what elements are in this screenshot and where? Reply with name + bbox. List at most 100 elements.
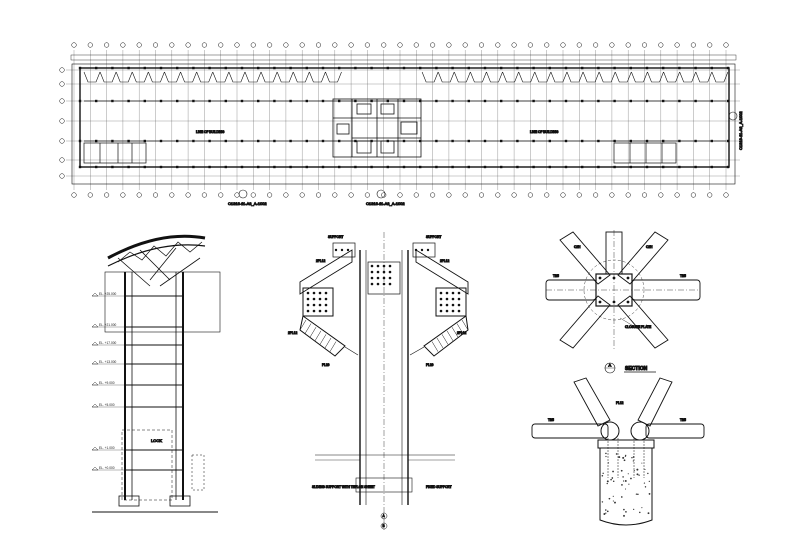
plan-grid-bubble — [593, 192, 599, 198]
node-label: C2H — [646, 245, 653, 249]
plan-column — [500, 139, 503, 143]
elevation-level-label: EL. +5.000 — [99, 403, 115, 407]
pier-aggregate — [608, 497, 611, 500]
connection-bolt — [318, 303, 322, 307]
node-bolt — [626, 276, 630, 280]
section-marker-letter: A — [609, 363, 612, 368]
plan-column — [645, 139, 649, 143]
plan-roof-bay — [293, 71, 310, 83]
plan-grid-bubble — [120, 42, 126, 48]
pier-aggregate — [612, 470, 614, 473]
plan-grid-bubble — [430, 42, 436, 48]
plan-column — [678, 66, 681, 70]
connection-hatch-line — [446, 330, 454, 341]
connection-bolt — [318, 291, 322, 295]
connection-hatch-line — [329, 341, 337, 352]
plan-grid-bubble — [707, 192, 713, 198]
connection-bolt — [445, 303, 449, 307]
node-label: TB5 — [553, 274, 559, 278]
node-bolt — [612, 276, 616, 280]
plan-grid-bubble — [104, 192, 110, 198]
plan-column — [710, 66, 713, 70]
node-bolts — [598, 276, 630, 304]
pier-aggregate — [648, 480, 650, 483]
plan-grid-bubble — [218, 192, 224, 198]
connection-grid-bubble — [380, 522, 388, 530]
pier-aggregate — [636, 468, 639, 471]
plan-grid-bubble — [87, 42, 93, 48]
plan-column — [613, 99, 616, 103]
east-end-rooms — [613, 142, 677, 164]
plan-column — [386, 99, 389, 103]
connection-sliding-support-note: SLIDING SUPPORT WITH TEFLON SHEET — [312, 485, 375, 489]
plan-roof-bay — [244, 71, 262, 83]
plan-column — [289, 165, 292, 169]
connection-grid-mark: A — [383, 514, 386, 518]
pier-aggregate — [612, 500, 614, 502]
plan-grid-bubble — [430, 192, 436, 198]
plan-column — [95, 165, 98, 169]
plan-column — [467, 99, 470, 103]
connection-hatch-line — [451, 327, 459, 338]
plan-grid-bubble — [169, 192, 175, 198]
elevation-level-marker — [91, 360, 99, 365]
plan-column — [143, 139, 146, 143]
plan-grid-bubble — [59, 118, 65, 124]
plan-column — [78, 139, 82, 143]
plan-roof-bay — [647, 71, 664, 83]
plan-column — [111, 66, 114, 70]
pier-aggregate — [623, 508, 625, 511]
plan-column — [678, 165, 681, 169]
plan-grid-bubble — [59, 81, 65, 87]
plan-grid-bubble — [250, 42, 256, 48]
connection-bolt — [457, 309, 461, 313]
connection-bolt — [370, 264, 374, 268]
plan-column — [516, 66, 519, 70]
plan-column — [224, 139, 227, 143]
plan-column — [532, 66, 535, 70]
plan-column — [78, 99, 82, 103]
plan-grid-bubble — [446, 42, 452, 48]
connection-brace-tip — [344, 346, 359, 356]
plan-column — [451, 99, 454, 103]
plan-column — [645, 66, 649, 70]
connection-hatch-line — [436, 337, 444, 349]
plan-column — [548, 139, 551, 143]
plan-grid-bubble — [625, 192, 631, 198]
plan-roof-bay — [631, 71, 648, 83]
connection-bolt — [451, 297, 455, 301]
connection-top-left-note: SUPPORT — [328, 235, 343, 239]
connection-hatch-line — [461, 319, 469, 331]
plan-grid-bubble — [413, 192, 419, 198]
plan-core-rooms — [332, 98, 422, 158]
plan-grid-bubble — [59, 67, 65, 73]
plan-grid-bubble — [283, 42, 289, 48]
connection-hatch-line — [299, 319, 307, 331]
elevation-lower-bay — [121, 429, 173, 501]
elevation-level-marker — [91, 446, 99, 451]
plan-grid-bubble — [560, 42, 566, 48]
elevation-truss-web — [117, 241, 203, 263]
node-details: TB5 TB5 C2H C2H CLOSURE PLATE A SECTION … — [531, 230, 705, 526]
plan-column — [564, 165, 568, 169]
plan-grid-bubble — [495, 192, 501, 198]
connection-bolt — [451, 309, 455, 313]
plan-grid-bubble — [104, 42, 110, 48]
node-brace-se — [617, 295, 669, 349]
pier-aggregate — [644, 468, 646, 470]
plan-grid-bubble — [364, 42, 370, 48]
plan-callout-bottom-left: C1316-11-A3_A-1002 — [228, 201, 267, 206]
pier-aggregate — [633, 469, 635, 472]
pier-aggregate — [623, 459, 626, 462]
pier-aggregate — [623, 514, 625, 517]
core-room — [356, 140, 395, 154]
plan-column — [451, 66, 454, 70]
plan-column — [111, 165, 114, 169]
plan-callouts — [238, 111, 738, 199]
elevation-level-marker — [91, 466, 99, 471]
connection-rafter-left — [299, 249, 353, 295]
plan-roof-bay — [180, 71, 197, 83]
pier-aggregate — [638, 474, 640, 476]
plan-roof-bay — [83, 71, 101, 83]
